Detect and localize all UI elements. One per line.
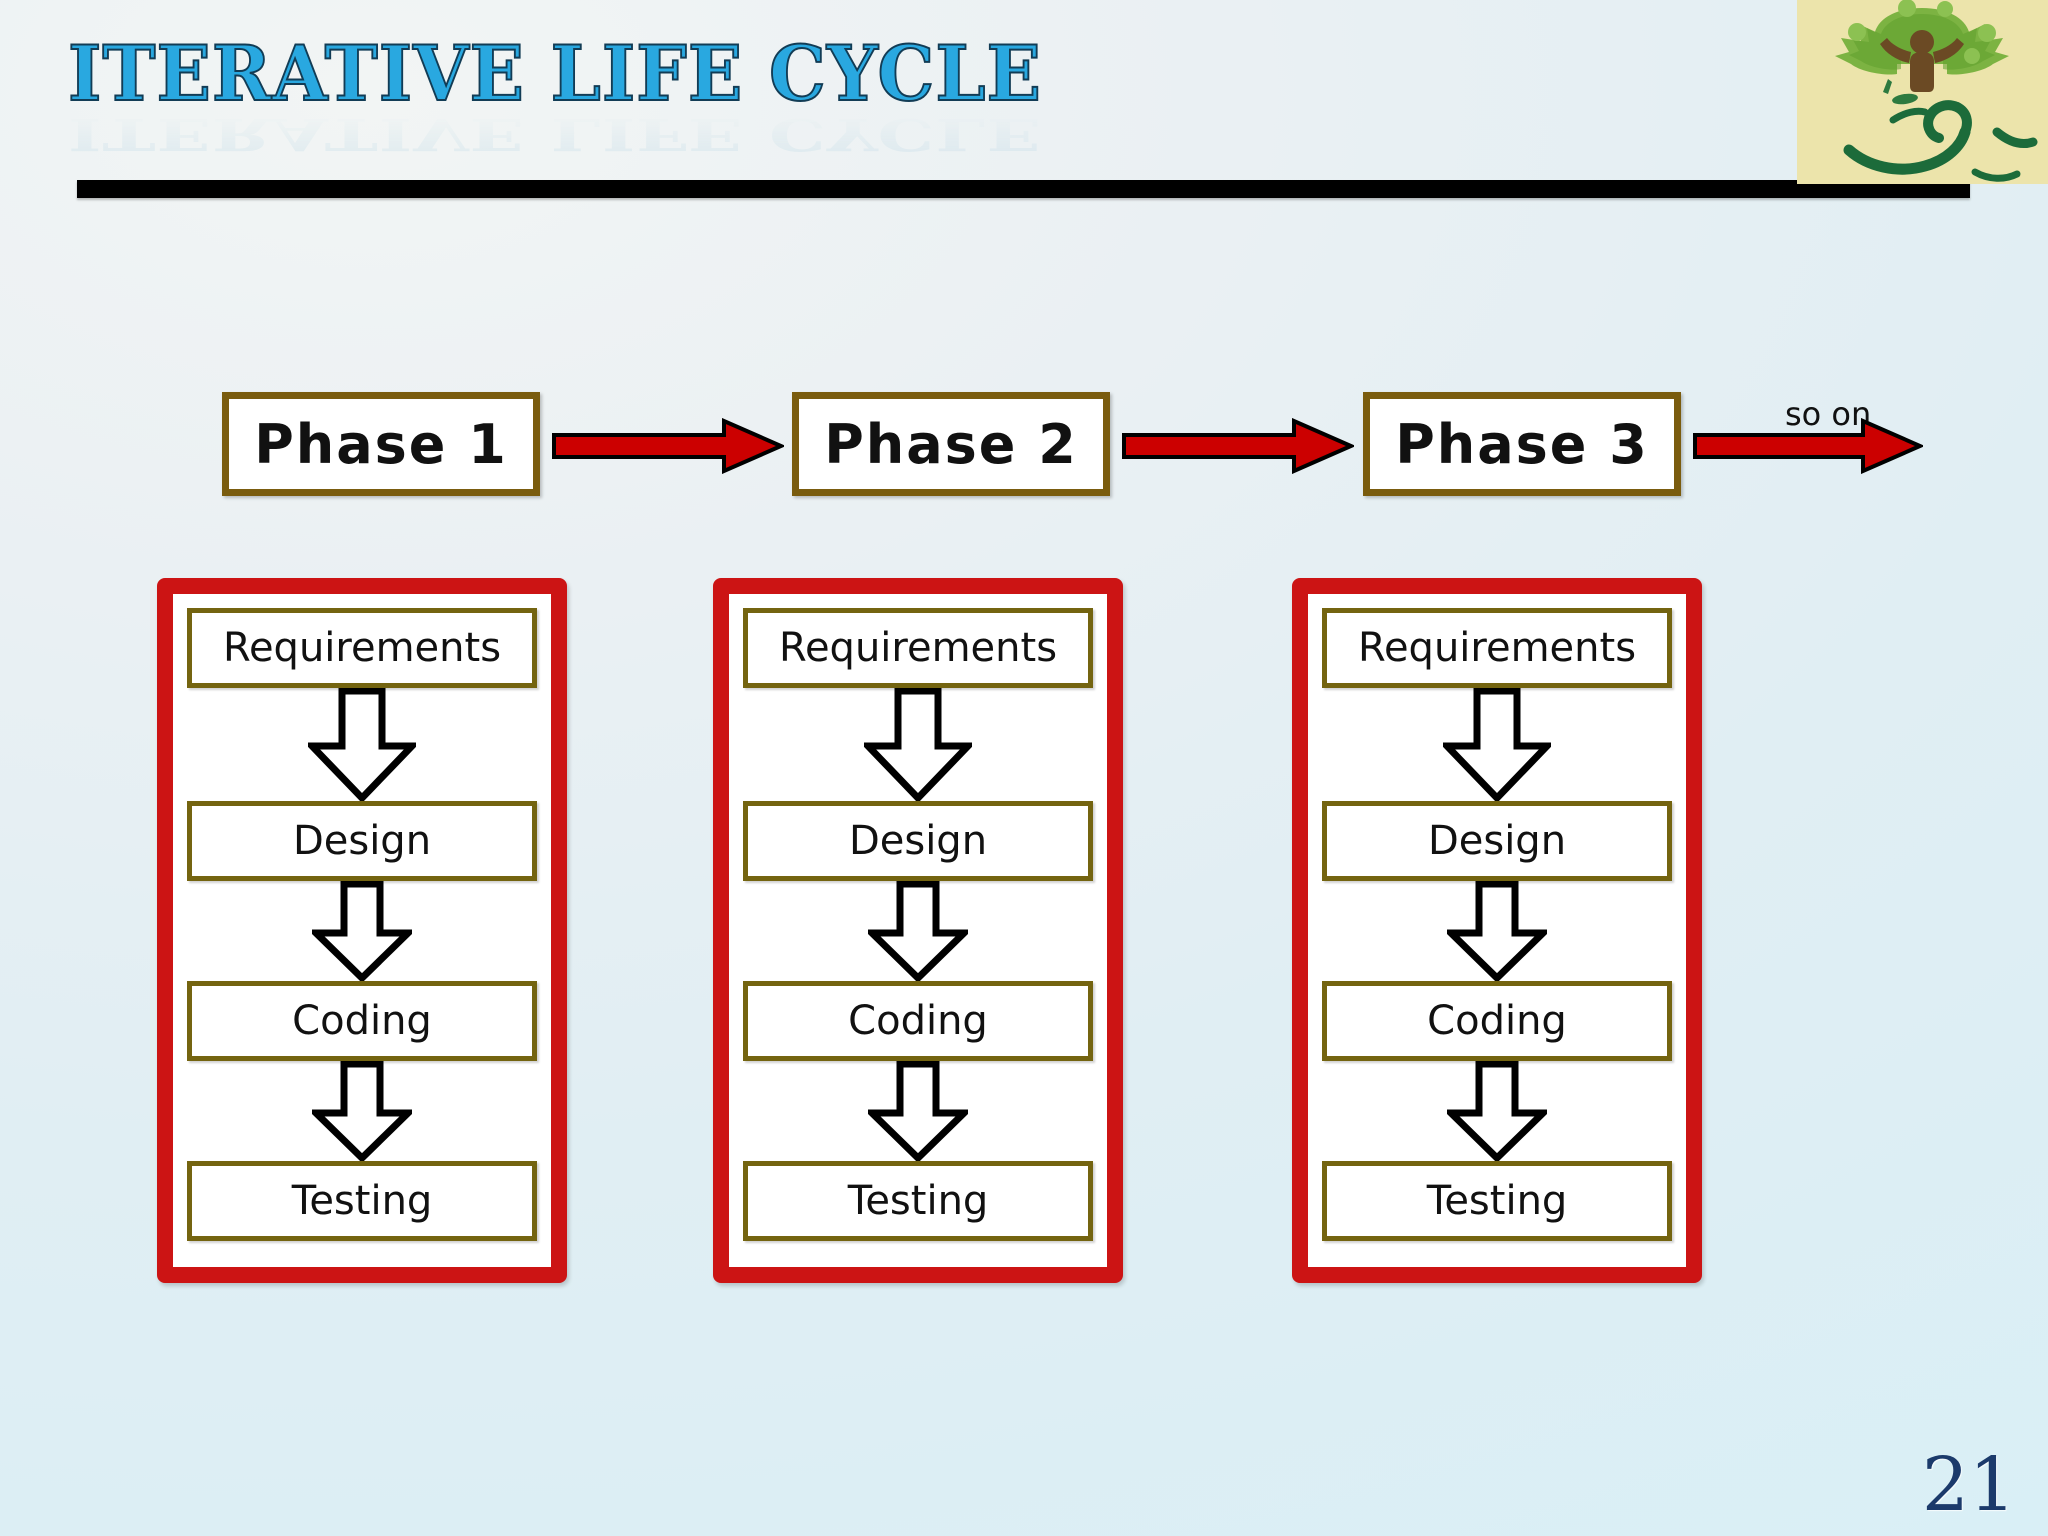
stage-arrow-design-to-coding	[1322, 881, 1672, 981]
right-arrow-icon	[552, 418, 784, 474]
stage-box-testing[interactable]: Testing	[1322, 1161, 1672, 1241]
stage-label-testing: Testing	[847, 1178, 989, 1224]
phase-box-1[interactable]: Phase 1	[222, 392, 540, 496]
down-arrow-icon	[1443, 688, 1551, 801]
stage-label-design: Design	[1427, 818, 1567, 864]
right-arrow-icon	[1693, 418, 1923, 474]
down-arrow-icon	[868, 1061, 968, 1161]
stage-box-design[interactable]: Design	[187, 801, 537, 881]
stage-label-requirements: Requirements	[778, 625, 1058, 671]
down-arrow-icon	[308, 688, 416, 801]
stage-box-coding[interactable]: Coding	[187, 981, 537, 1061]
stage-box-requirements[interactable]: Requirements	[1322, 608, 1672, 688]
phase-arrow-2-to-3	[1122, 418, 1354, 474]
phase-box-2[interactable]: Phase 2	[792, 392, 1110, 496]
title-underline-bar	[77, 180, 1970, 198]
stage-box-testing[interactable]: Testing	[743, 1161, 1093, 1241]
stage-arrow-requirements-to-design	[1322, 688, 1672, 801]
stage-label-requirements: Requirements	[1357, 625, 1637, 671]
stage-arrow-design-to-coding	[187, 881, 537, 981]
phase-box-3[interactable]: Phase 3	[1363, 392, 1681, 496]
page-title: ITERATIVE LIFE CYCLE	[67, 29, 1042, 118]
phase-detail-column-1: Requirements Design Coding Testing	[157, 578, 567, 1283]
stage-arrow-design-to-coding	[743, 881, 1093, 981]
stage-label-testing: Testing	[291, 1178, 433, 1224]
person-trunk-icon	[1880, 30, 1964, 92]
down-arrow-icon	[312, 1061, 412, 1161]
phase-arrow-continues	[1693, 418, 1923, 474]
stage-arrow-requirements-to-design	[743, 688, 1093, 801]
phase-label-2: Phase 2	[824, 412, 1078, 476]
stage-arrow-coding-to-testing	[743, 1061, 1093, 1161]
stage-box-design[interactable]: Design	[743, 801, 1093, 881]
organization-logo	[1797, 0, 2048, 184]
stage-arrow-coding-to-testing	[187, 1061, 537, 1161]
stage-box-requirements[interactable]: Requirements	[743, 608, 1093, 688]
phase-arrow-1-to-2	[552, 418, 784, 474]
down-arrow-icon	[1447, 881, 1547, 981]
stage-arrow-requirements-to-design	[187, 688, 537, 801]
down-arrow-icon	[1447, 1061, 1547, 1161]
stage-label-coding: Coding	[848, 998, 988, 1044]
stage-box-coding[interactable]: Coding	[1322, 981, 1672, 1061]
right-arrow-icon	[1122, 418, 1354, 474]
slide-title-block: ITERATIVE LIFE CYCLE ITERATIVE LIFE CYCL…	[67, 29, 1168, 186]
stage-label-design: Design	[848, 818, 988, 864]
stage-label-design: Design	[292, 818, 432, 864]
phase-label-3: Phase 3	[1395, 412, 1649, 476]
stage-box-requirements[interactable]: Requirements	[187, 608, 537, 688]
logo-artwork	[1797, 0, 2048, 184]
stage-label-coding: Coding	[1427, 998, 1567, 1044]
so-on-label: so on	[1785, 395, 1872, 433]
stage-box-design[interactable]: Design	[1322, 801, 1672, 881]
stage-box-testing[interactable]: Testing	[187, 1161, 537, 1241]
down-arrow-icon	[868, 881, 968, 981]
stage-label-coding: Coding	[292, 998, 432, 1044]
phase-detail-column-3: Requirements Design Coding Testing	[1292, 578, 1702, 1283]
arabic-script	[1843, 100, 2038, 182]
phase-detail-column-2: Requirements Design Coding Testing	[713, 578, 1123, 1283]
page-number: 21	[1921, 1442, 2016, 1528]
down-arrow-icon	[312, 881, 412, 981]
phase-label-1: Phase 1	[254, 412, 508, 476]
stage-arrow-coding-to-testing	[1322, 1061, 1672, 1161]
stage-label-requirements: Requirements	[222, 625, 502, 671]
stage-label-testing: Testing	[1426, 1178, 1568, 1224]
arabic-diacritics	[1883, 79, 1918, 105]
stage-box-coding[interactable]: Coding	[743, 981, 1093, 1061]
down-arrow-icon	[864, 688, 972, 801]
